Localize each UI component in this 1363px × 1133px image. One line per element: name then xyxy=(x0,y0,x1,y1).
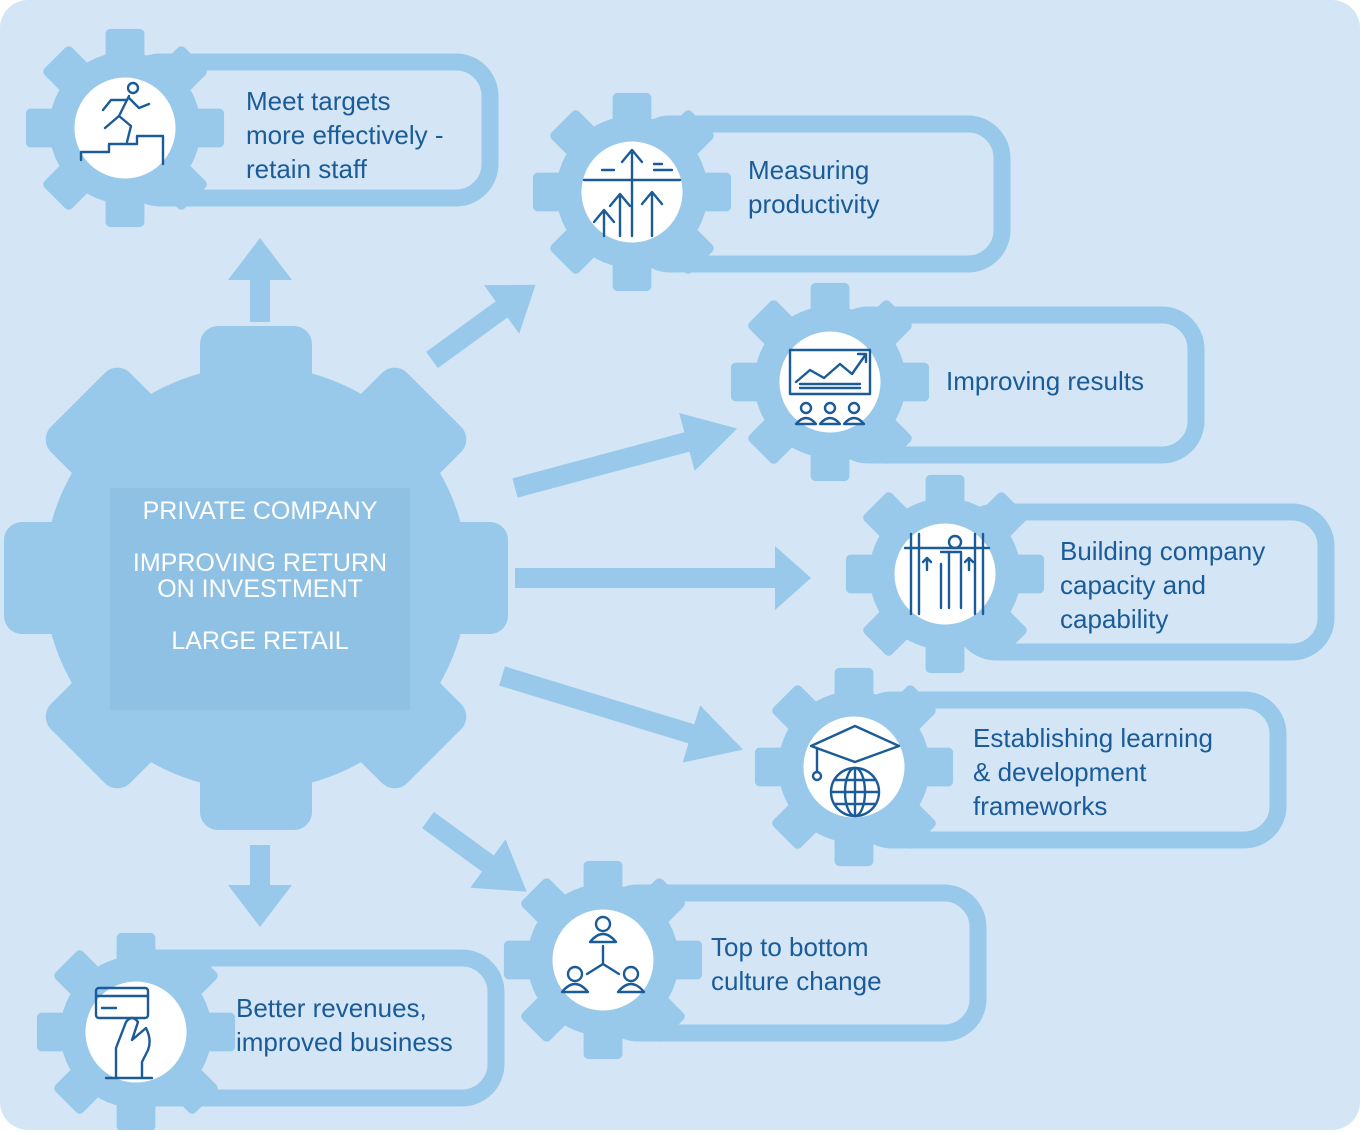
central-goal-line-1: IMPROVING RETURN xyxy=(132,549,388,577)
arrow-to-capacity xyxy=(515,546,811,610)
node-label-measuring-productivity: Measuring productivity xyxy=(748,155,880,219)
central-goal-line-2: ON INVESTMENT xyxy=(157,575,363,603)
node-label-building-capacity: Building company capacity and capability xyxy=(1060,536,1266,634)
arrow-up xyxy=(228,238,292,322)
person-growth-bars-icon xyxy=(903,532,991,616)
graduation-cap-globe-icon xyxy=(809,724,901,818)
rising-arrows-icon xyxy=(582,148,682,238)
node-gear-meet-targets xyxy=(25,28,225,228)
arrow-down xyxy=(228,845,292,927)
central-gear xyxy=(4,326,508,830)
node-gear-results xyxy=(730,282,930,482)
central-title: PRIVATE COMPANY xyxy=(142,497,378,525)
node-label-better-revenues: Better revenues, improved business xyxy=(236,993,453,1057)
arrow-to-results xyxy=(512,412,738,498)
connector-arrows xyxy=(228,238,811,927)
arrow-to-productivity xyxy=(426,284,536,369)
presentation-chart-audience-icon xyxy=(788,348,872,426)
node-label-meet-targets: Meet targets more effectively - retain s… xyxy=(246,86,444,184)
node-label-learning-development: Establishing learning & development fram… xyxy=(973,723,1213,821)
central-gear-label: PRIVATE COMPANY IMPROVING RETURN ON INVE… xyxy=(110,488,410,710)
node-gear-capacity xyxy=(845,474,1045,674)
hand-card-payment-icon xyxy=(94,986,154,1080)
node-label-improving-results: Improving results xyxy=(946,366,1144,396)
node-label-culture-change: Top to bottom culture change xyxy=(711,932,882,996)
running-up-stairs-icon xyxy=(79,81,165,166)
central-sector: LARGE RETAIL xyxy=(171,627,349,655)
arrow-to-learning xyxy=(499,666,743,763)
people-hierarchy-icon xyxy=(560,915,646,994)
arrow-to-culture xyxy=(422,811,527,892)
